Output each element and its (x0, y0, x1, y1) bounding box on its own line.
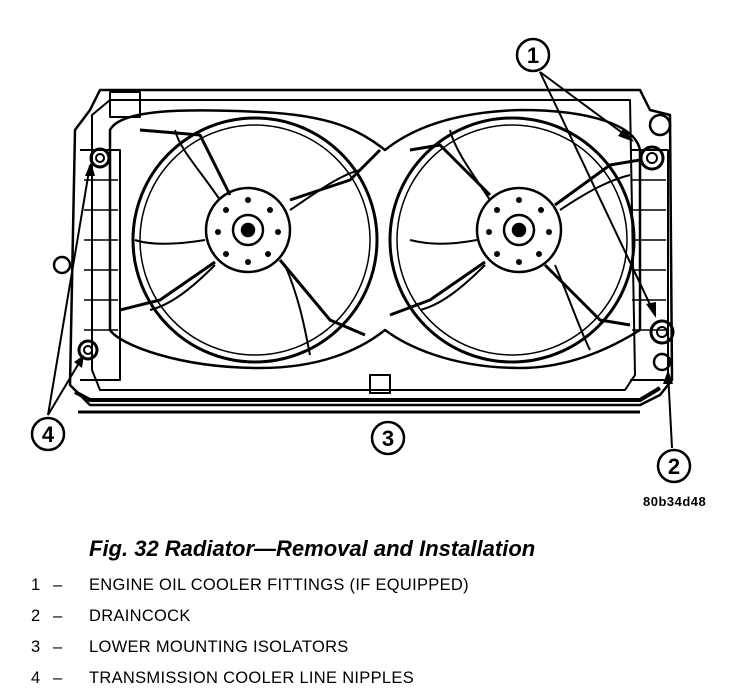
top-left-bracket (109, 91, 141, 118)
legend-text: ENGINE OIL COOLER FITTINGS (IF EQUIPPED) (89, 576, 469, 594)
left-fan (131, 116, 379, 364)
legend-list: 1 – ENGINE OIL COOLER FITTINGS (IF EQUIP… (31, 570, 469, 694)
radiator-frame (68, 88, 674, 407)
lower-right-fitting (649, 319, 675, 372)
left-mount-bump (52, 255, 72, 275)
radiator-diagram: 1 2 3 4 (30, 37, 692, 484)
lower-rail (74, 386, 662, 402)
callout-3-label: 3 (382, 426, 394, 451)
callout-1: 1 (515, 37, 551, 73)
shroud-struts (119, 128, 641, 337)
legend-separator: – (53, 669, 63, 687)
fan-shroud (108, 108, 642, 370)
lower-left-nipple (77, 339, 99, 361)
legend-number: 4 (31, 669, 41, 687)
right-tank (630, 149, 669, 381)
callout-4-label: 4 (42, 422, 55, 447)
legend-item: 1 – ENGINE OIL COOLER FITTINGS (IF EQUIP… (31, 570, 469, 601)
callout-3: 3 (370, 420, 406, 456)
legend-text: TRANSMISSION COOLER LINE NIPPLES (89, 669, 415, 687)
legend-text: LOWER MOUNTING ISOLATORS (89, 638, 349, 656)
upper-left-nipple (89, 147, 111, 169)
callout-1-label: 1 (527, 43, 539, 68)
upper-right-fitting (639, 113, 672, 171)
leader-lines (47, 71, 673, 449)
legend-separator: – (53, 576, 63, 594)
bottom-center-clip (369, 374, 391, 394)
legend-item: 2 – DRAINCOCK (31, 601, 469, 632)
legend-separator: – (53, 638, 63, 656)
callout-2-label: 2 (668, 454, 680, 479)
right-fan (388, 116, 636, 364)
legend-number: 3 (31, 638, 41, 656)
figure-caption: Fig. 32 Radiator—Removal and Installatio… (89, 536, 536, 561)
legend-number: 1 (31, 576, 41, 594)
leader-arrowheads (74, 128, 673, 384)
legend-item: 4 – TRANSMISSION COOLER LINE NIPPLES (31, 663, 469, 694)
left-tank-ribs (84, 179, 118, 331)
legend-number: 2 (31, 607, 41, 625)
legend-item: 3 – LOWER MOUNTING ISOLATORS (31, 632, 469, 663)
figure-code: 80b34d48 (643, 494, 707, 509)
callout-4: 4 (30, 416, 66, 452)
legend-text: DRAINCOCK (89, 607, 191, 625)
callout-2: 2 (656, 448, 692, 484)
legend-separator: – (53, 607, 63, 625)
